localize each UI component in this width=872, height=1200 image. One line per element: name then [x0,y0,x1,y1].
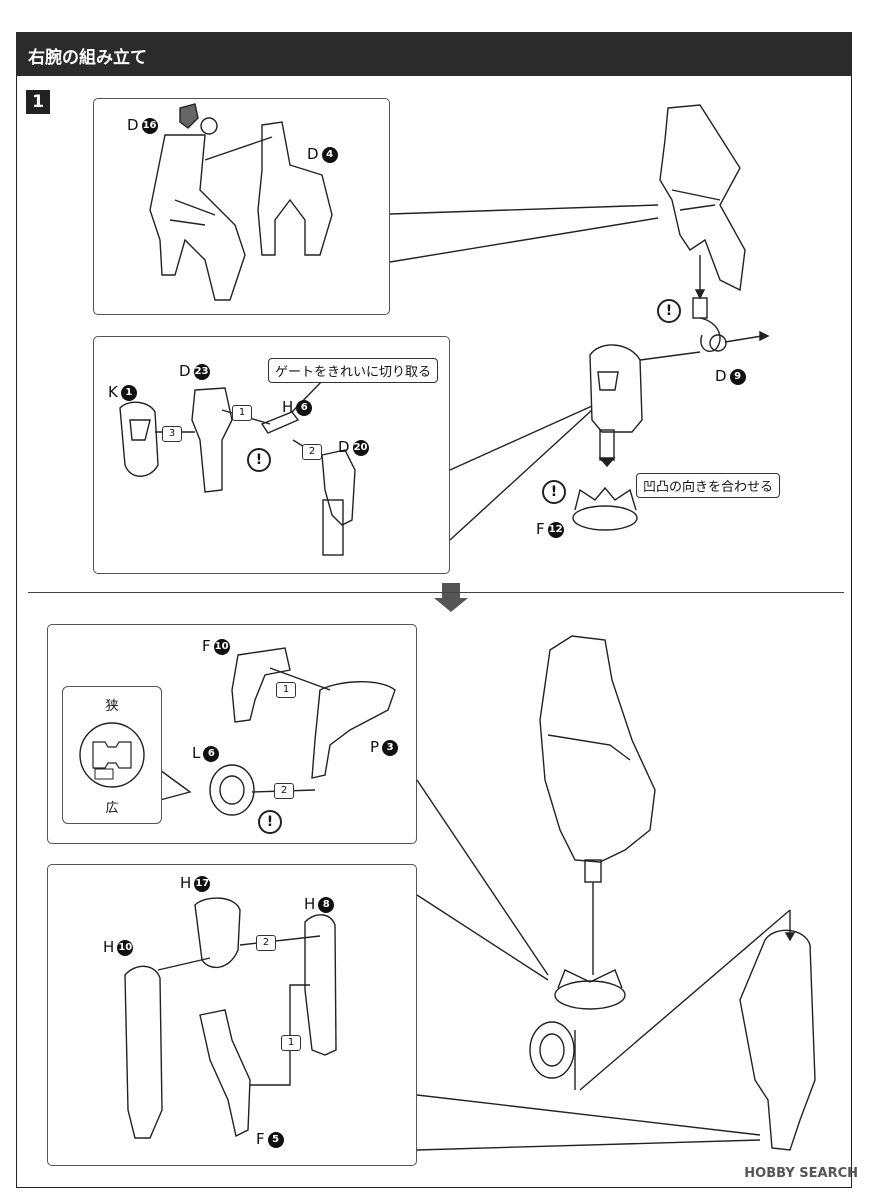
note-cut-gate-cleanly: ゲートをきれいに切り取る [268,358,439,383]
part-k1-drawing [119,401,159,477]
sequence-number: 2 [274,783,294,799]
inset-orientation-guide: 狭 広 [62,686,162,824]
sequence-number: 1 [232,405,252,421]
warning-icon: ! [247,448,271,472]
warning-icon: ! [542,480,566,504]
sequence-number: 1 [281,1035,301,1051]
sequence-number: 2 [302,444,322,460]
assembled-upper-part-drawing [659,104,746,292]
inset-narrow-label: 狭 [105,699,119,714]
part-h10-drawing [124,965,163,1139]
panel-h17-h8-h10-f5 [47,864,417,1166]
step-down-arrow [434,583,468,612]
section-divider [28,592,844,593]
sequence-number: 3 [162,426,182,442]
panel-d16-d4 [93,98,390,315]
part-p3-drawing [311,681,396,779]
part-h6-drawing [260,411,300,434]
part-f12-drawing [574,486,637,511]
part-d23-drawing [191,387,233,493]
watermark: HOBBY SEARCH [744,1166,858,1181]
part-d20-drawing [321,449,356,526]
inset-socket-drawing [79,722,145,788]
part-l6-drawing [209,764,255,816]
warning-icon: ! [657,299,681,323]
header-bar [16,32,852,76]
note-align-notches: 凹凸の向きを合わせる [636,473,781,498]
sequence-number: 2 [256,935,276,951]
sequence-number: 1 [276,682,296,698]
part-d16-drawing [149,134,246,301]
part-h8-drawing [304,914,337,1056]
assembled-shoulder-drawing [589,344,643,433]
warning-icon: ! [258,810,282,834]
step-number-badge: 1 [26,90,50,114]
part-f5-drawing [199,1009,251,1138]
assembled-forearm-drawing [739,929,816,1151]
part-h17-drawing [194,897,241,969]
assembled-arm-middle-drawing [539,635,656,863]
part-d4-drawing [257,121,333,256]
panel-f10-l6-p3 [47,624,417,844]
panel-k1-d23-h6-d20 [93,336,450,574]
inset-wide-label: 広 [105,801,119,816]
part-f10-drawing [231,647,291,723]
page-title: 右腕の組み立て [28,48,147,68]
